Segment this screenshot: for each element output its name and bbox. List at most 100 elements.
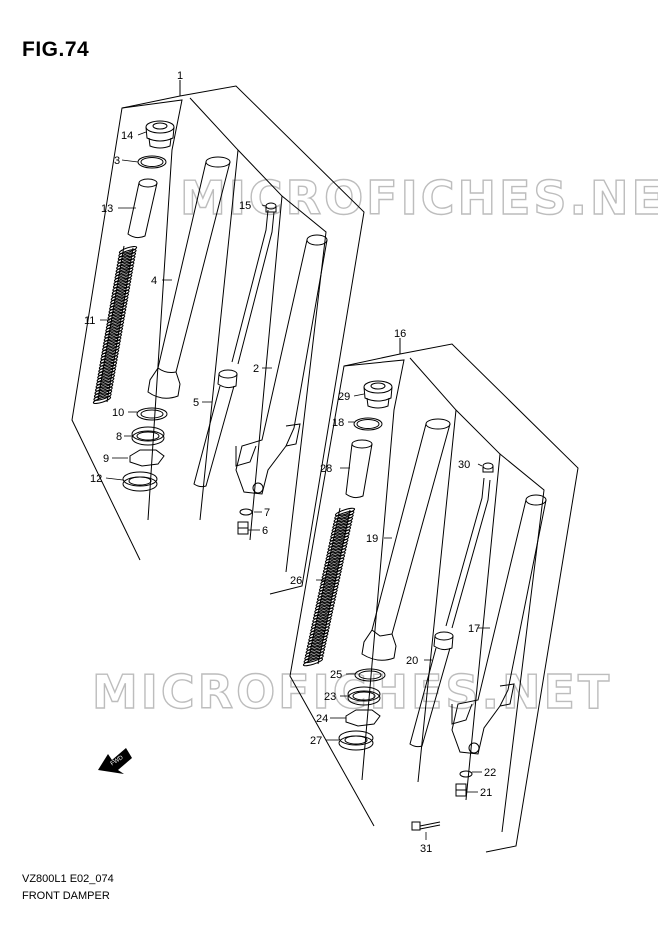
spring-coil [314, 604, 335, 614]
spring-coil [101, 345, 120, 355]
callout-28: 28 [320, 463, 332, 475]
bushing-23 [347, 686, 381, 706]
spring-coil [117, 255, 136, 264]
damper-rod-20 [409, 462, 494, 748]
spacer-13 [127, 178, 158, 239]
bushing-8 [131, 426, 165, 446]
spring-coil [111, 286, 131, 295]
spring-coil [308, 632, 329, 642]
spring-coil [116, 261, 135, 270]
spring-coil [104, 330, 123, 339]
spring-coil [105, 320, 125, 330]
spring-coil [110, 292, 130, 301]
spring-coil [318, 582, 340, 592]
callout-labels: 1 14 3 13 15 4 11 2 5 10 8 9 12 7 6 16 2… [84, 70, 496, 855]
callout-16: 16 [394, 328, 406, 340]
callout-8: 8 [116, 431, 122, 443]
spring-coil [97, 367, 117, 376]
spring-coil [312, 610, 334, 620]
spring-coil [305, 645, 326, 654]
callout-9: 9 [103, 453, 109, 465]
spring-coil [316, 592, 338, 601]
spring-coil [311, 617, 332, 626]
spring-coil [304, 651, 325, 661]
callout-26: 26 [290, 575, 302, 587]
outer-tube-17 [451, 494, 547, 755]
spring-coil [111, 289, 130, 298]
spring-coil [107, 311, 126, 320]
spring-coil [328, 538, 349, 548]
spring-coil [113, 277, 132, 286]
callout-22: 22 [484, 767, 496, 779]
cap-bolt-29 [363, 380, 393, 409]
callout-15: 15 [239, 200, 251, 212]
spring-coil [309, 626, 330, 636]
spring-coil [98, 364, 117, 373]
spring-coil [332, 517, 354, 526]
spring-coil [92, 395, 112, 405]
bolt-21 [455, 783, 467, 797]
spring-coil [321, 570, 342, 579]
spring-coil [106, 317, 125, 326]
spring-coil [310, 620, 332, 629]
spring-coil [318, 585, 339, 595]
spring-coil [324, 557, 345, 567]
left-fork-assembly-outline [71, 80, 365, 595]
spring-coil [109, 299, 128, 308]
spring-coil [98, 361, 118, 370]
spring-coil [105, 324, 124, 333]
spring-coil [334, 510, 355, 520]
spring-coil [94, 386, 113, 395]
bolt-6 [237, 521, 249, 535]
spring-coil [304, 648, 326, 657]
spring-coil [313, 607, 334, 617]
spring-coil [95, 380, 114, 389]
spring-coil [306, 642, 327, 651]
spring-coil [330, 526, 352, 536]
spring-coil [118, 245, 138, 255]
spring-coil [112, 283, 131, 292]
callout-24: 24 [316, 713, 328, 725]
callout-19: 19 [366, 533, 378, 545]
spring-coil [320, 573, 342, 582]
spring-coil [100, 352, 119, 361]
figure-title: FIG.74 [22, 38, 90, 61]
spring-coil [307, 635, 328, 645]
spring-coil [114, 270, 133, 280]
inner-tube-19 [361, 418, 451, 661]
spring-coil [104, 327, 124, 336]
spring-coil [310, 623, 331, 632]
spring-coil [115, 264, 134, 273]
callout-25: 25 [330, 669, 342, 681]
callout-20: 20 [406, 655, 418, 667]
callout-11: 11 [84, 315, 95, 327]
spring-coil [322, 567, 343, 576]
spring-coil [118, 249, 137, 258]
callout-23: 23 [324, 691, 336, 703]
spring-coil [325, 551, 346, 561]
spring-coil [320, 576, 341, 586]
figure-caption: FRONT DAMPER [22, 890, 110, 902]
spring-coil [99, 355, 119, 364]
oil-seal-10 [136, 407, 168, 421]
dust-seal-27 [338, 730, 374, 751]
inner-tube-4 [147, 156, 231, 399]
callout-4: 4 [151, 275, 157, 287]
callout-30: 30 [458, 459, 470, 471]
spring-coil [326, 545, 348, 554]
spring-coil [334, 507, 356, 517]
spring-coil [330, 529, 351, 539]
spring-coil [102, 342, 121, 351]
spring-coil [327, 542, 348, 551]
o-ring-3 [137, 155, 167, 169]
spring-coil [108, 308, 127, 317]
spring-coil [106, 314, 126, 323]
dust-seal-12 [122, 471, 158, 492]
callout-27: 27 [310, 735, 322, 747]
damper-rod-5 [193, 202, 277, 488]
callout-2: 2 [253, 363, 259, 375]
spring-coil [308, 629, 330, 639]
callout-31: 31 [420, 843, 432, 855]
spring-coil [319, 579, 340, 589]
spring-coil [315, 598, 336, 607]
